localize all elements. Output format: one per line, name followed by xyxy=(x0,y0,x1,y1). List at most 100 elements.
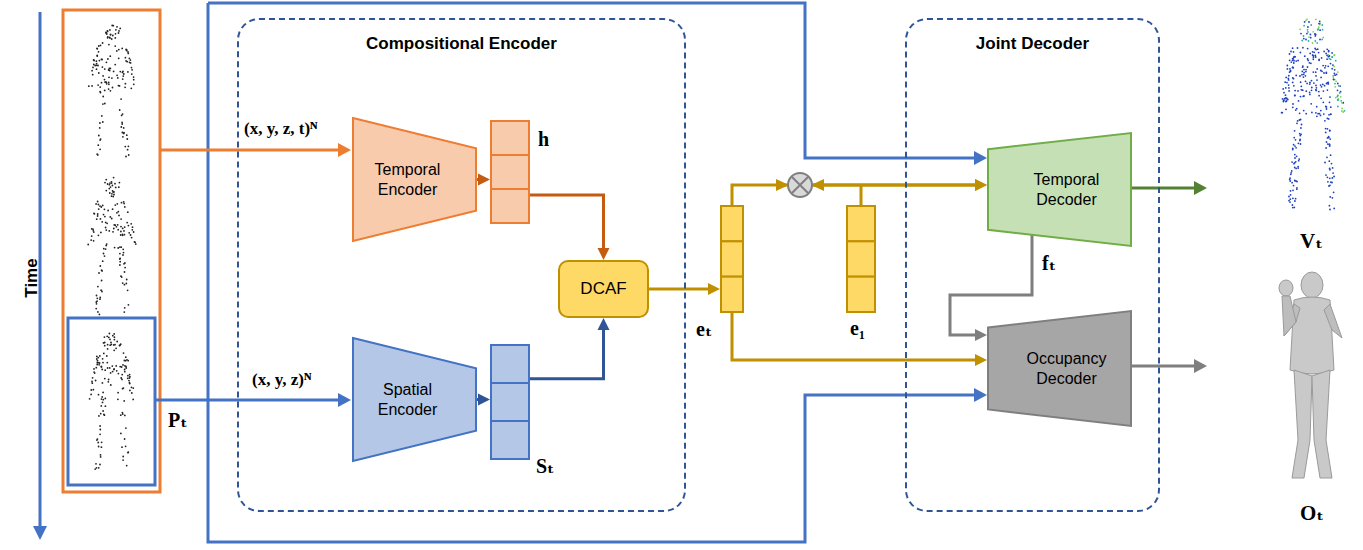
cloud-point xyxy=(117,398,119,400)
cloud-point xyxy=(1337,71,1339,73)
cloud-point xyxy=(1332,76,1334,78)
cloud-point xyxy=(1288,79,1290,81)
cloud-point xyxy=(1319,22,1321,24)
cloud-point xyxy=(121,121,123,123)
vector-cell xyxy=(491,383,529,421)
cloud-point xyxy=(133,231,135,233)
cloud-point xyxy=(1324,85,1326,87)
cloud-point xyxy=(1317,28,1319,30)
cloud-point xyxy=(1328,144,1330,146)
cloud-point xyxy=(101,269,103,271)
cloud-point xyxy=(1292,103,1294,105)
connector-line xyxy=(649,288,710,291)
cloud-point xyxy=(130,223,132,225)
cloud-point xyxy=(98,446,100,448)
cloud-point xyxy=(122,254,124,256)
arrowhead xyxy=(478,174,490,186)
cloud-point xyxy=(1325,128,1327,130)
arrowhead xyxy=(975,329,987,341)
vector-cell xyxy=(491,121,529,155)
cloud-point xyxy=(111,38,113,40)
cloud-point xyxy=(100,366,102,368)
cloud-point xyxy=(124,226,126,228)
cloud-point xyxy=(113,194,115,196)
cloud-point xyxy=(102,42,104,44)
cloud-point xyxy=(101,59,103,61)
cloud-point xyxy=(1299,112,1301,114)
cloud-point xyxy=(107,210,109,212)
mesh-forearm xyxy=(1282,296,1296,336)
cloud-point xyxy=(97,65,99,67)
cloud-point xyxy=(1287,68,1289,70)
cloud-point xyxy=(104,208,106,210)
cloud-point xyxy=(129,58,131,60)
cloud-point xyxy=(111,193,113,195)
cloud-point xyxy=(101,115,103,117)
cloud-point xyxy=(101,366,103,368)
cloud-point xyxy=(1314,48,1316,50)
cloud-point xyxy=(1296,122,1298,124)
cloud-point xyxy=(131,229,133,231)
cloud-point xyxy=(1327,143,1329,145)
cloud-point xyxy=(1292,149,1294,151)
vector-name: h xyxy=(538,128,549,151)
cloud-point xyxy=(127,451,129,453)
cloud-point xyxy=(127,452,129,454)
cloud-point xyxy=(108,230,110,232)
cloud-point xyxy=(96,68,98,70)
cloud-point xyxy=(98,204,100,206)
cloud-point xyxy=(90,239,92,241)
cloud-point xyxy=(1307,48,1309,50)
cloud-point xyxy=(1329,205,1331,207)
cloud-point xyxy=(1305,71,1307,73)
cloud-point xyxy=(1307,66,1309,68)
cloud-point xyxy=(123,352,125,354)
cloud-point xyxy=(1334,73,1336,75)
cloud-point xyxy=(1295,75,1297,77)
cloud-point xyxy=(1298,158,1300,160)
arrowhead xyxy=(478,394,490,406)
cloud-point xyxy=(99,298,101,300)
trapezoid xyxy=(353,338,476,461)
cloud-point xyxy=(104,342,106,344)
cloud-point xyxy=(123,311,125,313)
cloud-point xyxy=(1323,90,1325,92)
cloud-point xyxy=(97,201,99,203)
cloud-point xyxy=(124,365,126,367)
cloud-point xyxy=(91,235,93,237)
cloud-point xyxy=(98,234,100,236)
feature-vector: e₁ xyxy=(846,205,876,313)
cloud-point xyxy=(122,388,124,390)
cloud-point xyxy=(98,45,100,47)
cloud-point xyxy=(96,60,98,62)
block-label: Temporal Encoder xyxy=(362,160,453,198)
arrowhead xyxy=(975,179,987,191)
cloud-point xyxy=(102,382,104,384)
cloud-point xyxy=(97,438,99,440)
cloud-point xyxy=(116,341,118,343)
cloud-point xyxy=(113,368,115,370)
cloud-point xyxy=(1315,89,1317,91)
cloud-point xyxy=(123,127,125,129)
cloud-point xyxy=(1322,65,1324,67)
cloud-point xyxy=(1316,87,1318,89)
cloud-point xyxy=(124,234,126,236)
cloud-point xyxy=(123,203,125,205)
cloud-point xyxy=(1284,81,1286,83)
cloud-point xyxy=(126,61,128,63)
cloud-point xyxy=(105,179,107,181)
cloud-point xyxy=(1292,67,1294,69)
vector-cell xyxy=(491,189,529,223)
cloud-point xyxy=(124,415,126,417)
vector-cell xyxy=(847,277,875,312)
cloud-point xyxy=(1303,69,1305,71)
cloud-point xyxy=(1310,37,1312,39)
cloud-point xyxy=(1295,60,1297,62)
cloud-point xyxy=(126,138,128,140)
cloud-point xyxy=(1295,139,1297,141)
cloud-point xyxy=(112,185,114,187)
cloud-point xyxy=(1318,95,1320,97)
cloud-point xyxy=(122,456,124,458)
cloud-point xyxy=(97,213,99,215)
cloud-point xyxy=(118,32,120,34)
